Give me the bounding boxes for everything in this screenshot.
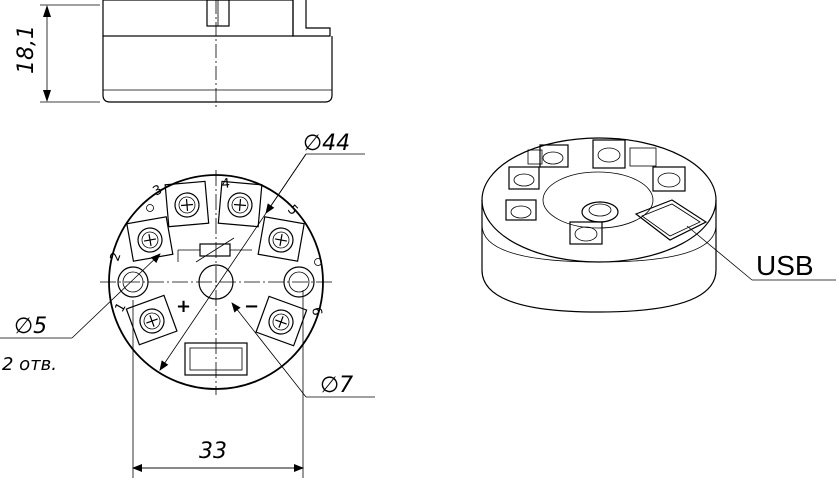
terminal-number-1: 1 — [112, 300, 129, 315]
terminal-6 — [255, 295, 308, 347]
mounting-hole-left — [117, 266, 149, 298]
usb-slot — [184, 342, 248, 376]
terminal-2 — [126, 216, 174, 262]
terminal-number-3: 3 — [151, 182, 166, 199]
hole-spacing-label: 33 — [199, 439, 227, 464]
rtd-symbol — [177, 237, 252, 263]
terminal-4 — [217, 180, 263, 228]
terminal-3 — [164, 180, 210, 228]
dimensions: ∅44 ∅5 2 отв. ∅7 33 — [0, 131, 375, 478]
center-hole-label: ∅7 — [320, 373, 353, 398]
isometric-view: USB — [481, 137, 836, 313]
mounting-hole-right — [283, 266, 315, 298]
terminal-number-4: 4 — [221, 176, 231, 192]
outer-diameter-label: ∅44 — [303, 131, 350, 156]
hole-diameter-label: ∅5 — [14, 314, 47, 339]
terminal-number-6: 6 — [308, 306, 324, 317]
side-view: 18,1 — [14, 0, 333, 108]
terminal-5 — [257, 216, 305, 262]
plus-sign: + — [176, 296, 191, 317]
terminal-number-5: 5 — [284, 202, 300, 218]
hole-count-label: 2 отв. — [2, 354, 57, 375]
usb-callout-label: USB — [756, 250, 814, 281]
height-dimension: 18,1 — [14, 25, 39, 74]
minus-sign: − — [244, 296, 259, 317]
terminal-1 — [125, 294, 178, 346]
center-hole — [198, 264, 234, 300]
usb-port — [634, 199, 708, 241]
top-view: 1 2 3 4 5 6 + − — [100, 170, 335, 395]
